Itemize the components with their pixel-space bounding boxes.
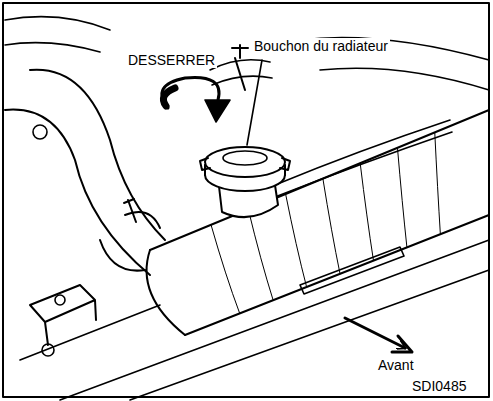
overflow-tube [275,120,452,197]
leader-line [247,60,262,145]
tank-rib [248,209,273,300]
direction-label: Avant [376,357,416,373]
upper-hose [5,110,150,275]
rotation-arrow [163,88,175,106]
radiator-tank [147,250,185,335]
tank-rib [323,179,340,274]
hose-clamp [100,212,160,271]
tank-rib [211,225,240,314]
figure-code: SDI0485 [410,378,468,394]
front-arrow-head [392,336,412,352]
body-panel [5,17,110,52]
radiator-cap [223,151,267,165]
clamp-screw [124,199,136,222]
bolt [33,125,47,139]
cap-tab [200,158,290,170]
part-name: Bouchon du radiateur [252,38,390,54]
tank-rib [360,163,373,260]
tank-rib [397,148,406,248]
tank-plate [300,247,404,294]
action-label: DESSERRER [126,52,217,68]
bolt [55,295,65,305]
radiator-tank [150,110,489,335]
hose-clamp [210,60,272,85]
tank-rib [435,132,441,234]
tank-rib [286,194,307,287]
rotation-arrow-head [205,100,230,122]
radiator-core [20,240,489,400]
mount-bracket [30,285,96,345]
front-arrow [345,318,405,348]
radiator-cap [205,147,285,177]
clamp-screw [232,45,248,90]
bolt [42,344,54,356]
